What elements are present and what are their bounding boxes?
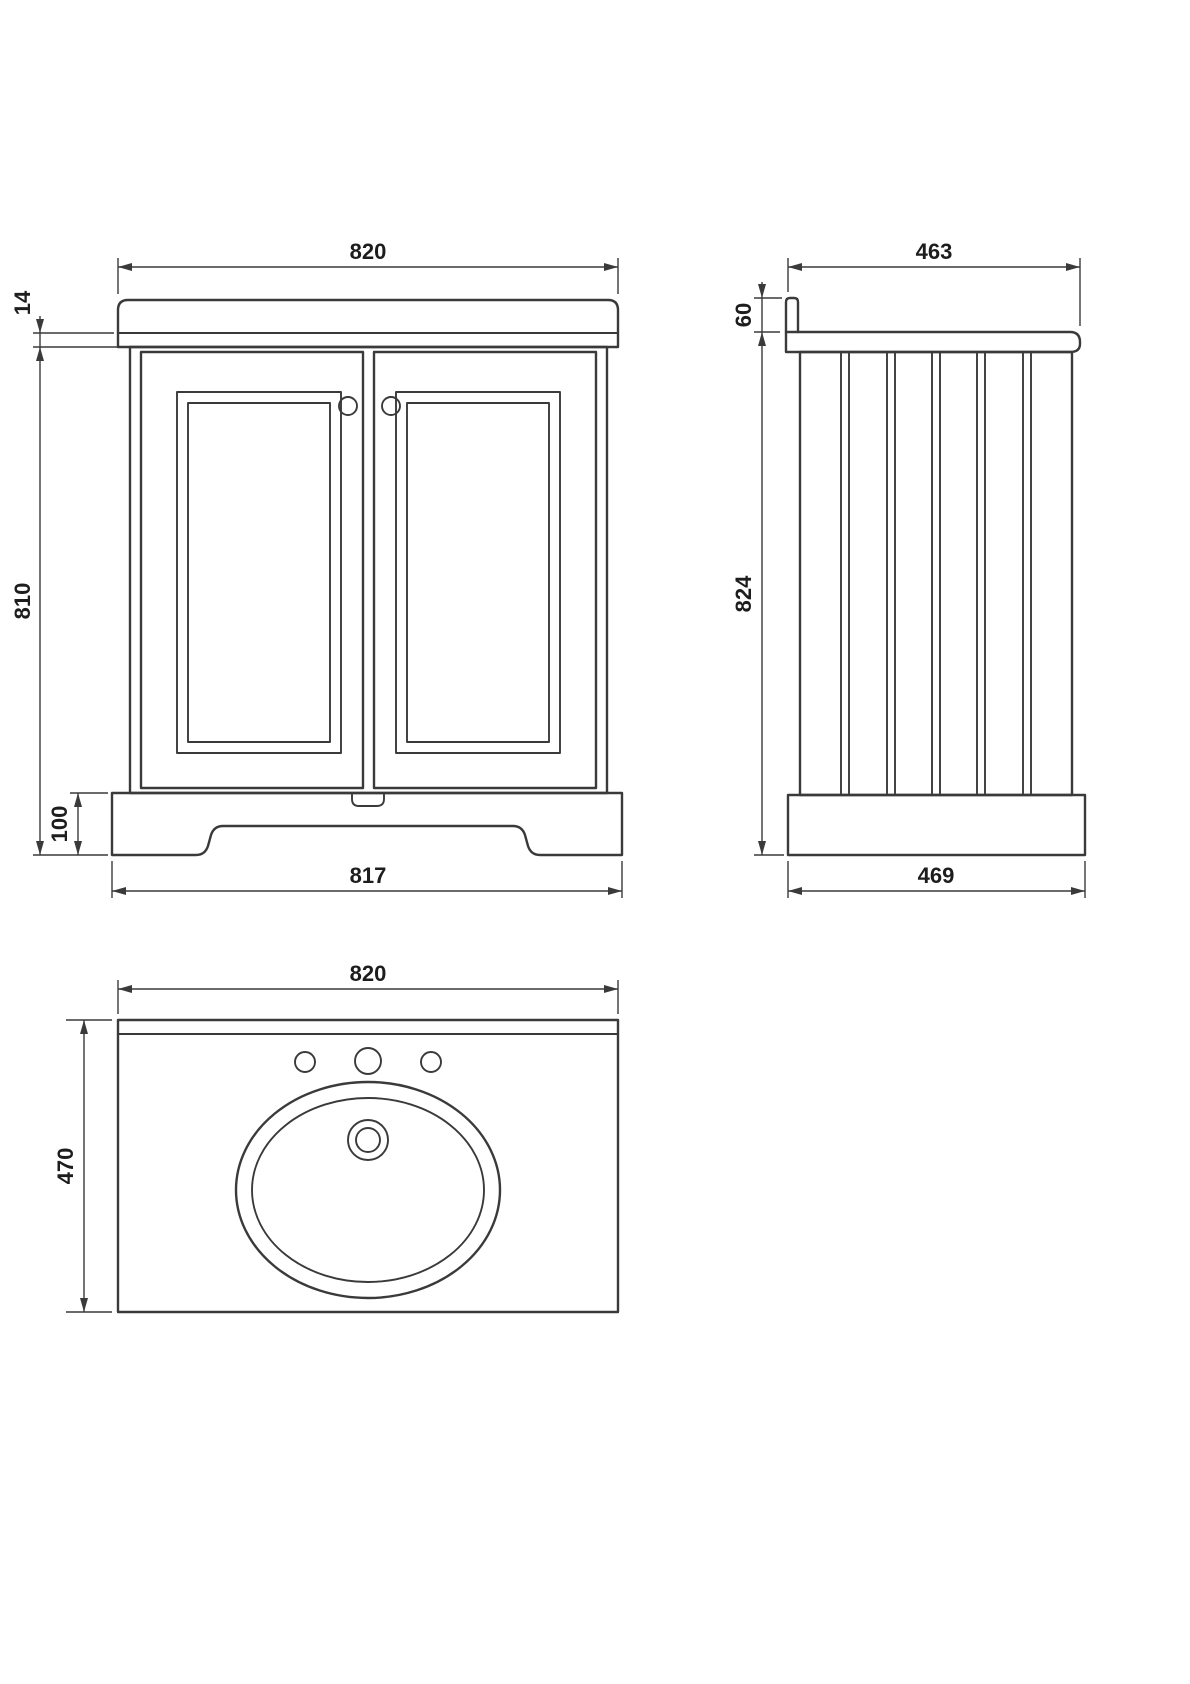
- front-worktop: [116, 298, 620, 349]
- dim-label-side-overall-height: 824: [731, 575, 756, 612]
- dim-side-upstand-height: 60: [731, 282, 782, 333]
- plan-view: 820 470: [53, 961, 620, 1314]
- dim-label-side-top-depth: 463: [916, 239, 953, 264]
- front-left-door-panel-outer: [176, 391, 342, 754]
- plan-basin-inner: [251, 1097, 485, 1283]
- dim-front-base-width: 817: [111, 861, 623, 898]
- front-right-door-panel-inner: [406, 402, 550, 743]
- dim-label-plan-width: 820: [350, 961, 387, 986]
- front-plinth: [110, 791, 624, 857]
- front-left-door-knob: [338, 396, 358, 416]
- plan-basin-outer: [234, 1080, 502, 1300]
- side-worktop: [784, 330, 1082, 354]
- front-left-door-panel-inner: [187, 402, 331, 743]
- plan-waste-outer: [347, 1119, 389, 1161]
- side-view: 463 60 824 469: [731, 239, 1087, 898]
- dim-side-base-depth: 469: [787, 861, 1086, 898]
- dim-front-plinth-height: 100: [47, 792, 108, 855]
- dim-plan-width: 820: [117, 961, 619, 1014]
- plan-worktop: [116, 1018, 620, 1314]
- plan-tap-hole-left: [294, 1051, 316, 1073]
- front-plinth-notch: [351, 792, 385, 807]
- front-right-door-knob: [381, 396, 401, 416]
- dim-label-front-worktop-edge: 14: [10, 290, 35, 315]
- plan-tap-hole-right: [420, 1051, 442, 1073]
- side-plinth: [786, 793, 1087, 857]
- dim-label-front-base-width: 817: [350, 863, 387, 888]
- dim-label-side-base-depth: 469: [918, 863, 955, 888]
- dim-label-side-upstand-height: 60: [731, 303, 756, 327]
- dim-side-top-depth: 463: [787, 239, 1081, 326]
- plan-waste-inner: [355, 1127, 381, 1153]
- dim-label-front-cabinet-height: 810: [10, 583, 35, 620]
- dim-plan-depth: 470: [53, 1019, 112, 1313]
- front-left-door: [139, 350, 365, 790]
- dim-front-worktop-edge: 14: [10, 290, 126, 348]
- dim-front-cabinet-height: 810: [10, 347, 108, 856]
- front-view: 820 14 810 100 817: [10, 239, 624, 898]
- dim-label-plan-depth: 470: [53, 1148, 78, 1185]
- side-upstand: [784, 296, 800, 334]
- dim-label-front-top-width: 820: [350, 239, 387, 264]
- front-right-door: [372, 350, 598, 790]
- dim-side-overall-height: 824: [731, 332, 784, 856]
- dim-label-front-plinth-height: 100: [47, 806, 72, 843]
- front-right-door-panel-outer: [395, 391, 561, 754]
- front-cabinet-carcass: [128, 345, 609, 795]
- plan-tap-hole-center: [354, 1047, 382, 1075]
- dim-front-top-width: 820: [117, 239, 619, 294]
